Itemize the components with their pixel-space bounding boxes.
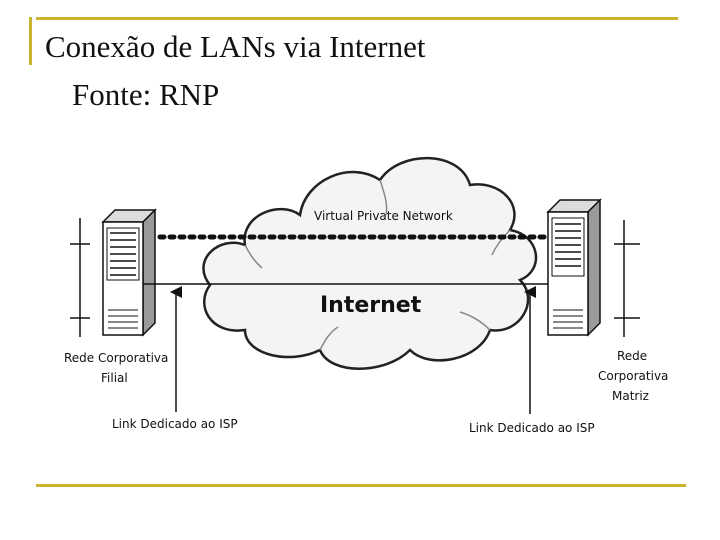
internet-cloud xyxy=(202,156,538,370)
internet-label: Internet xyxy=(320,293,422,318)
bottom-rule xyxy=(36,484,686,487)
left-server-icon xyxy=(101,208,157,337)
right-network-label-line3: Matriz xyxy=(612,389,649,403)
vpn-label: Virtual Private Network xyxy=(314,209,453,223)
slide-subtitle: Fonte: RNP xyxy=(72,77,220,112)
right-network-label-line2: Corporativa xyxy=(598,369,668,383)
left-network-label-line1: Rede Corporativa xyxy=(64,351,168,365)
left-link-label: Link Dedicado ao ISP xyxy=(112,417,238,431)
right-link-label: Link Dedicado ao ISP xyxy=(469,421,595,435)
slide-title: Conexão de LANs via Internet xyxy=(45,29,426,64)
top-rule xyxy=(36,17,678,20)
left-rule xyxy=(29,17,32,65)
left-network-label-line2: Filial xyxy=(101,371,128,385)
right-network-label-line1: Rede xyxy=(617,349,647,363)
right-server-icon xyxy=(546,198,602,337)
